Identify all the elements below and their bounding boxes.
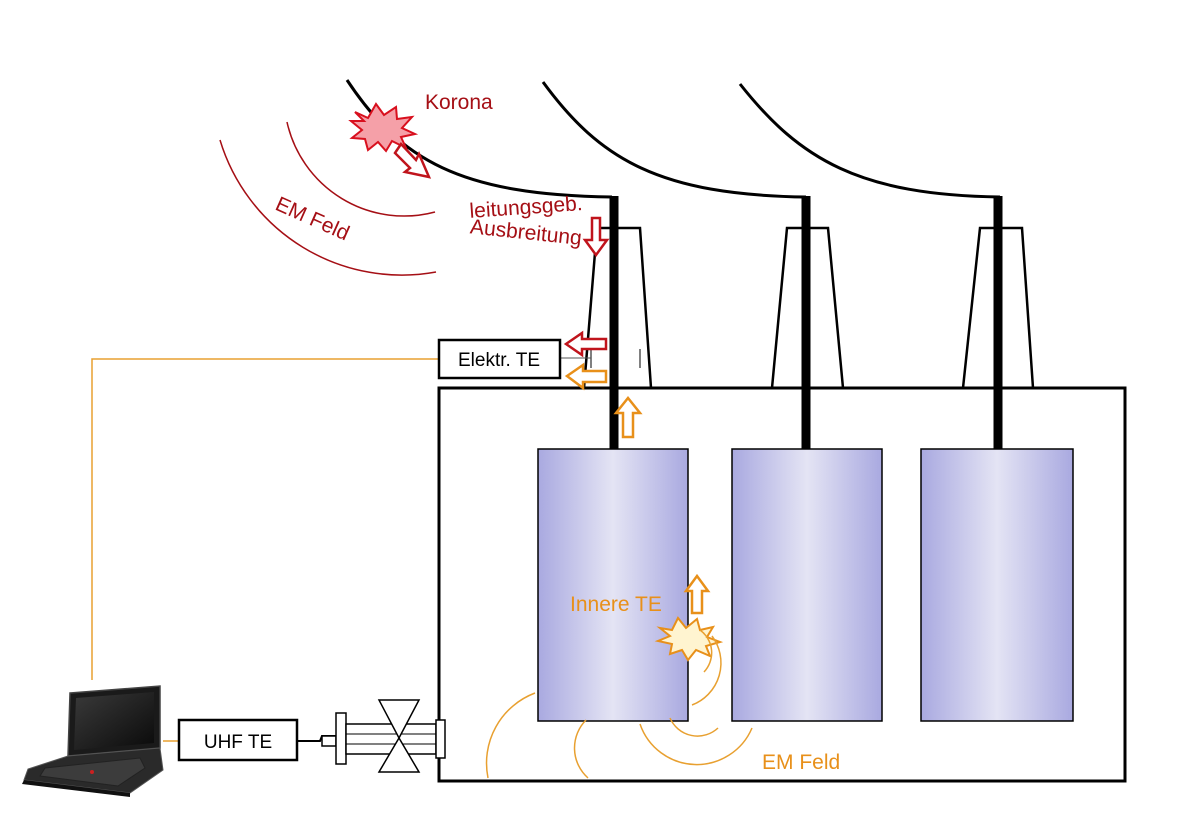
inner-discharge-burst-icon — [654, 616, 724, 662]
winding-1 — [537, 448, 689, 722]
winding-2 — [731, 448, 883, 722]
orange-arrow-up-conductor — [613, 395, 643, 439]
elektr-te-box — [437, 338, 562, 380]
em-field-arc-red-outer — [219, 139, 437, 276]
overhead-line-2 — [541, 81, 807, 199]
korona-label: Korona — [425, 91, 493, 114]
red-arrow-left — [563, 330, 608, 358]
em-field-arc-red-inner — [286, 121, 436, 217]
elektr-te-label: Elektr. TE — [458, 350, 540, 371]
em-field-arc-orange-6 — [573, 719, 589, 779]
em-feld-label-top: EM Feld — [272, 193, 353, 246]
em-field-arc-orange-1 — [699, 629, 713, 673]
overhead-line-3 — [738, 83, 1001, 199]
em-field-arc-orange-2 — [691, 635, 722, 706]
leitungsgeb-label-line2: Ausbreitung — [469, 215, 583, 250]
em-field-arc-orange-5 — [485, 692, 536, 779]
uhf-te-box — [177, 718, 299, 762]
overhead-line-1 — [345, 79, 613, 199]
red-arrow-down — [582, 216, 610, 258]
orange-arrow-up-winding — [683, 573, 711, 615]
em-field-arc-orange-3 — [669, 717, 719, 737]
winding-3 — [920, 448, 1074, 722]
innere-te-label: Innere TE — [570, 593, 662, 616]
em-feld-label-bottom: EM Feld — [762, 751, 840, 774]
red-arrow-line-travel — [393, 141, 432, 179]
em-field-arc-orange-4 — [639, 723, 753, 766]
uhf-te-label: UHF TE — [204, 732, 272, 753]
signal-cable-elektr — [91, 358, 439, 680]
orange-arrow-left — [564, 362, 608, 391]
uhf-sensor-icon — [297, 699, 446, 773]
laptop-icon — [22, 685, 164, 797]
